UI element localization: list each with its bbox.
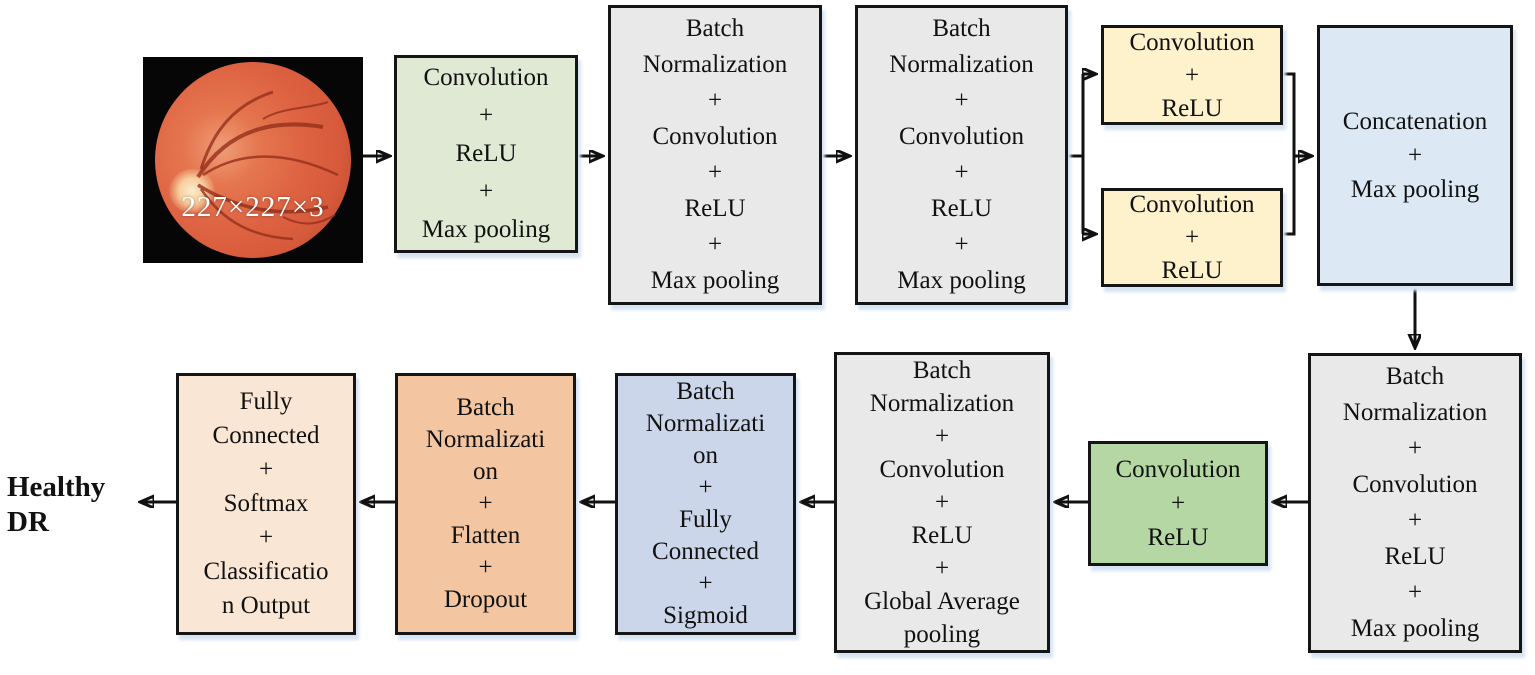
- node-bn-fc-sigmoid: Batch Normalizati on + Fully Connected +…: [615, 373, 796, 635]
- input-fundus-image: 227×227×3: [143, 57, 363, 263]
- node-bn-conv-relu-maxpool-3: Batch Normalization + Convolution + ReLU…: [1308, 353, 1522, 653]
- join-line: [1283, 72, 1296, 236]
- node-bn-conv-relu-gap: Batch Normalization + Convolution + ReLU…: [834, 352, 1050, 653]
- node-bn-conv-relu-maxpool-2: Batch Normalization + Convolution + ReLU…: [855, 5, 1068, 305]
- node-conv-relu-2: Convolution + ReLU: [1088, 441, 1268, 566]
- node-conv-relu-branch-top: Convolution + ReLU: [1101, 25, 1283, 125]
- node-conv-relu-branch-bottom: Convolution + ReLU: [1101, 188, 1283, 287]
- node-bn-flatten-dropout: Batch Normalizati on + Flatten + Dropout: [395, 373, 576, 635]
- node-concatenation-maxpool: Concatenation + Max pooling: [1317, 25, 1513, 286]
- node-conv-relu-maxpool: Convolution + ReLU + Max pooling: [394, 55, 578, 253]
- node-fc-softmax-classification: Fully Connected + Softmax + Classificati…: [176, 373, 356, 635]
- retina-circle: [155, 62, 351, 258]
- output-classes-label: Healthy DR: [7, 471, 106, 538]
- node-bn-conv-relu-maxpool-1: Batch Normalization + Convolution + ReLU…: [608, 5, 822, 305]
- retina-vessels: [196, 90, 339, 241]
- input-size-label: 227×227×3: [181, 191, 325, 223]
- branch-line: [1068, 74, 1085, 234]
